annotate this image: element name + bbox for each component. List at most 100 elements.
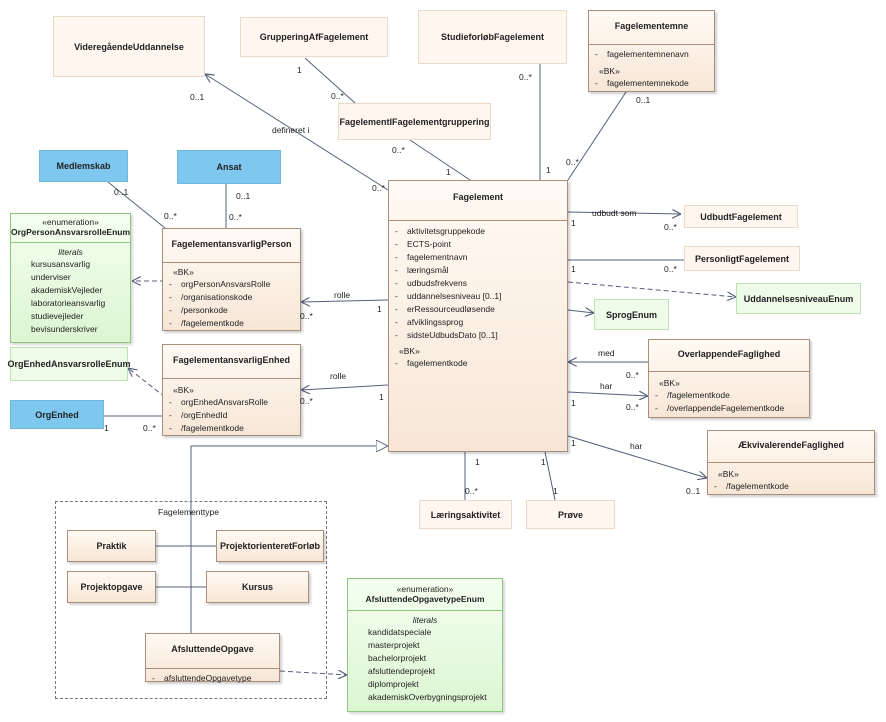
attribute: -fagelementkode <box>395 358 468 368</box>
multiplicity: 1 <box>541 457 546 467</box>
class-name: Fagelement <box>452 192 503 202</box>
literal: underviser <box>31 272 71 282</box>
multiplicity: 1 <box>297 65 302 75</box>
literal: kursusansvarlig <box>31 259 91 269</box>
multiplicity: 0..* <box>229 212 242 222</box>
label-udbudt-som: udbudt som <box>592 208 637 218</box>
assoc-fagelementemne <box>567 91 627 181</box>
class-fagelementansvarlig-enhed[interactable]: FagelementansvarligEnhed «BK» -orgEnhedA… <box>162 344 301 436</box>
dep-afsluttende <box>279 671 347 675</box>
multiplicity: 1 <box>571 438 576 448</box>
class-name: ÆkvivalerendeFaglighed <box>737 440 845 450</box>
class-name: AfsluttendeOpgavetypeEnum <box>365 594 485 604</box>
class-fagelementemne[interactable]: Fagelementemne -fagelementemnenavn «BK» … <box>588 10 715 92</box>
class-name: UdbudtFagelement <box>700 211 782 222</box>
literals-label: literals <box>412 615 438 625</box>
attribute: -orgPersonAnsvarsRolle <box>169 279 271 289</box>
class-ansat[interactable]: Ansat <box>177 150 281 184</box>
attribute: -/fagelementkode <box>714 481 789 491</box>
literal: akademiskVejleder <box>31 285 103 295</box>
class-praktik[interactable]: Praktik <box>67 530 156 562</box>
class-name: ProjektorienteretForløb <box>219 541 320 551</box>
attribute: -/personkode <box>169 305 228 315</box>
class-laeringsaktivitet[interactable]: Læringsaktivitet <box>419 500 512 529</box>
class-udbudt-fagelement[interactable]: UdbudtFagelement <box>684 205 798 228</box>
literal: afsluttendeprojekt <box>368 666 436 676</box>
multiplicity: 1 <box>571 398 576 408</box>
literal: akademiskOverbygningsprojekt <box>368 692 487 702</box>
enum-afsluttende-opgavetype[interactable]: «enumeration» AfsluttendeOpgavetypeEnum … <box>347 578 503 712</box>
class-name: Læringsaktivitet <box>430 509 501 520</box>
assoc-gruppering <box>304 57 356 104</box>
class-fagelement[interactable]: Fagelement -aktivitetsgruppekode -ECTS-p… <box>388 180 568 452</box>
class-studieforloeb-fagelement[interactable]: StudieforløbFagelement <box>418 10 567 64</box>
attribute: -fagelementnavn <box>395 252 468 262</box>
label-rolle-person: rolle <box>334 290 351 300</box>
class-kursus[interactable]: Kursus <box>206 571 309 603</box>
label-rolle-enhed: rolle <box>330 371 347 381</box>
class-fagelementansvarlig-person[interactable]: FagelementansvarligPerson «BK» -orgPerso… <box>162 228 301 331</box>
multiplicity: 1 <box>377 304 382 314</box>
literal: bevisunderskriver <box>31 324 98 334</box>
multiplicity: 1 <box>571 264 576 274</box>
class-name: Praktik <box>96 541 127 551</box>
assoc-defineret-i <box>205 74 389 191</box>
multiplicity: 1 <box>475 457 480 467</box>
multiplicity: 0..* <box>465 486 478 496</box>
class-videregaaende-uddannelse[interactable]: VideregåendeUddannelse <box>53 16 205 77</box>
multiplicity: 0..* <box>664 264 677 274</box>
class-name: VideregåendeUddannelse <box>74 41 184 52</box>
literal: studievejleder <box>31 311 84 321</box>
attribute: -/fagelementkode <box>169 423 244 433</box>
class-afsluttende-opgave[interactable]: AfsluttendeOpgave -afsluttendeOpgavetype <box>145 633 280 683</box>
attribute: -/orgEnhedId <box>169 410 228 420</box>
literal: bachelorprojekt <box>368 653 427 663</box>
multiplicity: 1 <box>546 165 551 175</box>
multiplicity: 0..1 <box>636 95 651 105</box>
attribute: -udbudsfrekvens <box>395 278 468 288</box>
attribute: -sidsteUdbudsDato [0..1] <box>395 330 498 340</box>
assoc-udbudt <box>567 212 681 214</box>
class-fagelement-i-fagelementgruppering[interactable]: FagelementIFagelementgruppering <box>338 103 491 140</box>
label-defineret-i: defineret i <box>272 125 310 135</box>
multiplicity: 1 <box>379 392 384 402</box>
assoc-rolle-enhed <box>301 384 389 390</box>
assoc-har-overlappende <box>567 392 648 396</box>
fagelementtype-package <box>55 501 327 699</box>
class-proeve[interactable]: Prøve <box>526 500 615 529</box>
literal: diplomprojekt <box>368 679 419 689</box>
class-name: AfsluttendeOpgave <box>171 644 254 654</box>
class-name: SprogEnum <box>606 309 657 320</box>
class-projektopgave[interactable]: Projektopgave <box>67 571 156 603</box>
class-name: Medlemskab <box>56 161 111 171</box>
bk-stereotype: «BK» <box>718 469 739 479</box>
bk-stereotype: «BK» <box>399 346 420 356</box>
class-personligt-fagelement[interactable]: PersonligtFagelement <box>684 246 800 271</box>
generalization-line <box>190 446 388 644</box>
class-projektorienteret-forloeb[interactable]: ProjektorienteretForløb <box>216 530 324 562</box>
bk-stereotype: «BK» <box>173 385 194 395</box>
attribute: -uddannelsesniveau [0..1] <box>395 291 502 301</box>
enum-orgperson-ansvarsrolle[interactable]: «enumeration» OrgPersonAnsvarsrolleEnum … <box>10 213 131 343</box>
label-med: med <box>598 348 615 358</box>
enum-uddannelsesniveau[interactable]: UddannelsesniveauEnum <box>736 283 861 314</box>
enum-sprog[interactable]: SprogEnum <box>594 299 669 330</box>
literal: masterprojekt <box>368 640 420 650</box>
class-gruppering-af-fagelement[interactable]: GrupperingAfFagelement <box>240 17 388 57</box>
class-aekvivalerende-faglighed[interactable]: ÆkvivalerendeFaglighed «BK» -/fagelement… <box>707 430 875 495</box>
enum-orgenhed-ansvarsrolle[interactable]: OrgEnhedAnsvarsrolleEnum <box>7 347 131 381</box>
class-name: FagelementIFagelementgruppering <box>339 116 490 127</box>
assoc-medlemskab <box>107 181 166 229</box>
label-har-aekvivalerende: har <box>630 441 643 451</box>
class-medlemskab[interactable]: Medlemskab <box>39 150 128 182</box>
class-orgenhed[interactable]: OrgEnhed <box>10 400 104 429</box>
multiplicity: 0..* <box>392 145 405 155</box>
bk-stereotype: «BK» <box>659 378 680 388</box>
multiplicity: 0..* <box>300 311 313 321</box>
multiplicity: 1 <box>104 423 109 433</box>
assoc-har-aekvivalerende <box>567 435 707 478</box>
multiplicity: 1 <box>446 167 451 177</box>
class-overlappende-faglighed[interactable]: OverlappendeFaglighed «BK» -/fagelementk… <box>648 339 810 418</box>
attribute: -aktivitetsgruppekode <box>395 226 485 236</box>
